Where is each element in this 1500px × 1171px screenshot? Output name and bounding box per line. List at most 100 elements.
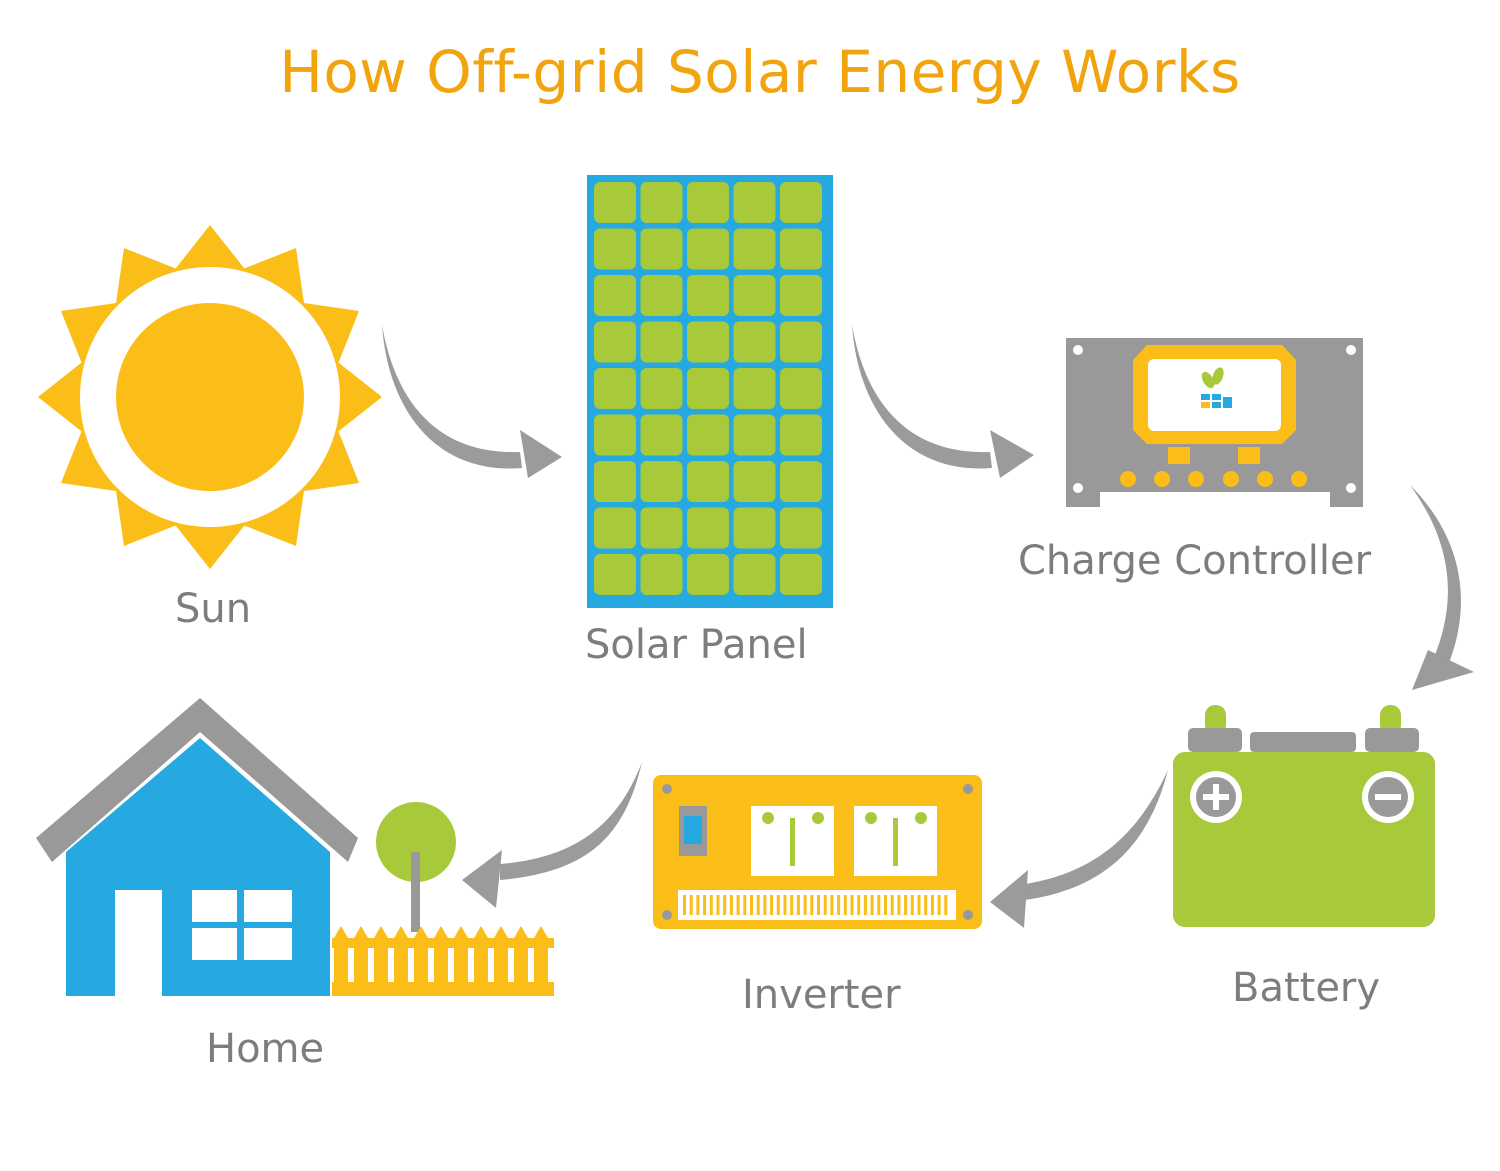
battery-icon <box>1173 705 1435 927</box>
panel-cell <box>594 554 636 595</box>
arrow-icon <box>382 325 562 478</box>
arrow-icon <box>462 762 642 908</box>
tree-icon <box>376 802 456 932</box>
panel-cell <box>640 461 683 502</box>
panel-cell <box>733 554 776 595</box>
vent-slot <box>709 895 713 915</box>
fence-picket <box>474 926 488 996</box>
panel-cell <box>687 461 729 502</box>
fence-picket <box>354 926 368 996</box>
solar-panel-icon <box>587 175 833 608</box>
vent-slot <box>930 895 934 915</box>
panel-cell <box>780 275 822 316</box>
panel-cell <box>687 507 729 549</box>
panel-cell <box>733 275 776 316</box>
panel-cell <box>640 228 683 270</box>
panel-cell <box>594 321 636 363</box>
vent-slot <box>870 895 874 915</box>
vent-slot <box>890 895 894 915</box>
vent-slot <box>884 895 887 915</box>
panel-cell <box>780 182 822 223</box>
charge-controller-icon <box>1066 338 1363 507</box>
panel-cell <box>594 414 636 456</box>
panel-cell <box>687 554 729 595</box>
home-label: Home <box>206 1026 325 1072</box>
arrow-icon <box>852 325 1034 478</box>
vent-slot <box>790 895 794 915</box>
panel-cell <box>594 275 636 316</box>
panel-cell <box>733 228 776 270</box>
panel-cell <box>687 414 729 456</box>
vent-slot <box>857 895 861 915</box>
fence-picket <box>534 926 548 996</box>
solar-panel-label: Solar Panel <box>585 622 808 668</box>
panel-cell <box>594 507 636 549</box>
vent-slot <box>843 895 847 915</box>
fence-picket <box>514 926 528 996</box>
panel-cell <box>640 507 683 549</box>
vent-slot <box>756 895 760 915</box>
vent-slot <box>910 895 914 915</box>
panel-cell <box>640 321 683 363</box>
vent-slot <box>904 895 908 915</box>
panel-cell <box>780 461 822 502</box>
vent-slot <box>763 895 767 915</box>
panel-cell <box>640 275 683 316</box>
vent-slot <box>937 895 941 915</box>
panel-cell <box>733 461 776 502</box>
vent-slot <box>703 895 707 915</box>
vent-slot <box>924 895 928 915</box>
panel-cell <box>733 507 776 549</box>
panel-cell <box>594 461 636 502</box>
panel-cell <box>733 182 776 223</box>
panel-cell <box>640 368 683 409</box>
panel-cell <box>640 554 683 595</box>
fence-picket <box>414 926 428 996</box>
panel-cell <box>687 228 729 270</box>
fence-picket <box>334 926 348 996</box>
vent-slot <box>944 895 948 915</box>
panel-cell <box>687 368 729 409</box>
battery-label: Battery <box>1232 965 1381 1011</box>
vent-slot <box>776 895 780 915</box>
vent-slot <box>689 895 693 915</box>
fence-picket <box>494 926 508 996</box>
fence-picket <box>454 926 468 996</box>
vent-slot <box>863 895 867 915</box>
vent-slot <box>796 895 800 915</box>
screen-logo-icon <box>1201 367 1232 408</box>
vent-slot <box>823 895 827 915</box>
panel-cell <box>640 182 683 223</box>
panel-cell <box>733 321 776 363</box>
vent-slot <box>830 895 834 915</box>
vent-slot <box>736 895 740 915</box>
panel-cell <box>780 321 822 363</box>
fence-picket <box>434 926 448 996</box>
panel-cell <box>780 368 822 409</box>
vent-slot <box>803 895 807 915</box>
arrow-icon <box>1410 485 1474 690</box>
vent-slot <box>743 895 747 915</box>
panel-cell <box>594 368 636 409</box>
panel-cell <box>594 182 636 223</box>
panel-cell <box>780 507 822 549</box>
panel-cell <box>687 275 729 316</box>
vent-slot <box>837 895 841 915</box>
panel-cell <box>733 368 776 409</box>
vent-slot <box>716 895 720 915</box>
panel-cell <box>780 228 822 270</box>
panel-cell <box>594 228 636 270</box>
vent-slot <box>683 895 686 915</box>
vent-slot <box>897 895 901 915</box>
sun-icon <box>38 225 382 569</box>
panel-cell <box>733 414 776 456</box>
panel-cell <box>780 554 822 595</box>
vent-slot <box>729 895 733 915</box>
vent-slot <box>850 895 854 915</box>
inverter-label: Inverter <box>742 972 901 1018</box>
vent-slot <box>810 895 814 915</box>
charge-controller-label: Charge Controller <box>1018 538 1372 584</box>
house-icon <box>36 698 358 996</box>
vent-slot <box>917 895 921 915</box>
